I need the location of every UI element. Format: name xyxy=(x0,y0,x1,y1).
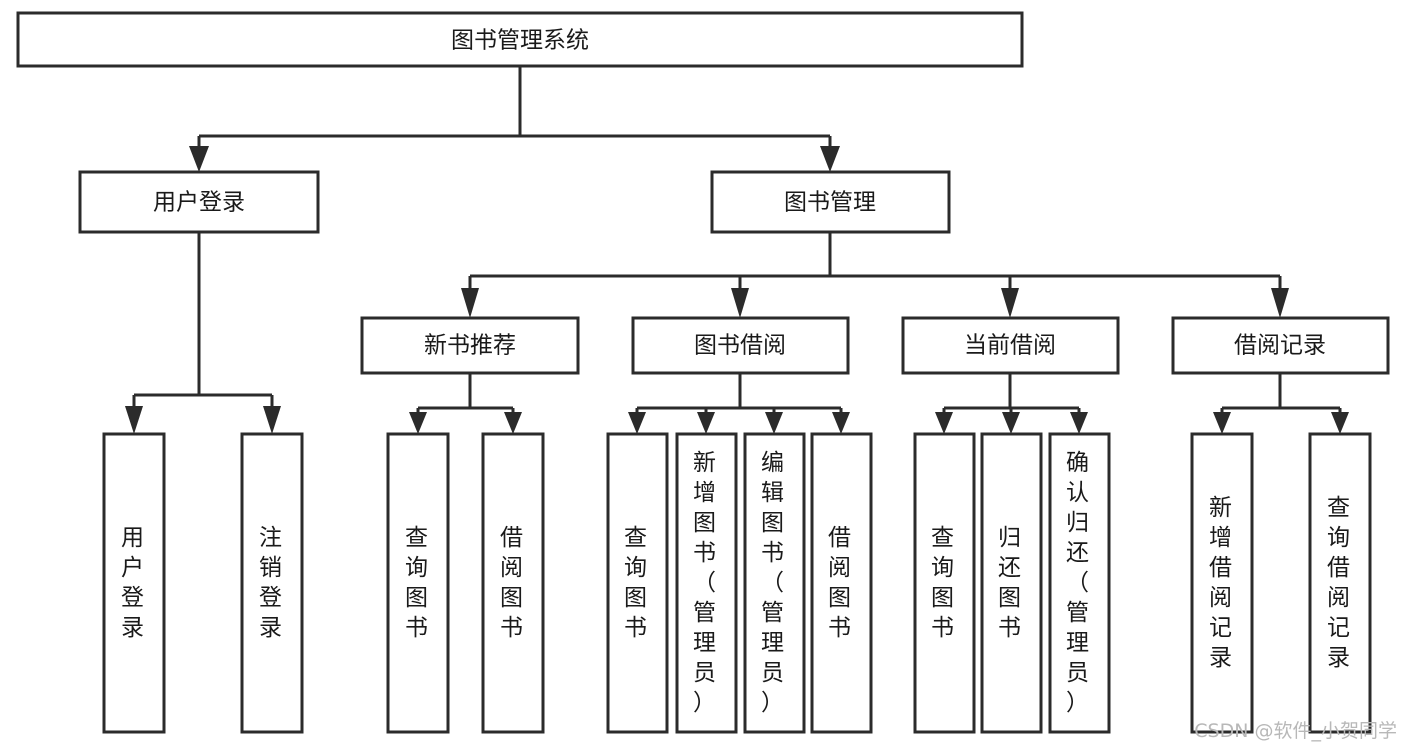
leaf-logout-box[interactable] xyxy=(240,432,304,734)
node-book-borrow-box[interactable] xyxy=(631,316,850,375)
leaf-logout[interactable]: 注销登录 xyxy=(240,432,304,734)
node-book-management[interactable]: 图书管理 xyxy=(710,170,951,234)
arrowhead-newbook-leaf-1 xyxy=(409,412,427,434)
node-user-login-label: 用户登录 xyxy=(153,190,245,216)
arrowhead-leaf-user-login xyxy=(125,406,143,434)
node-book-borrow-label: 图书借阅 xyxy=(694,333,786,359)
arrowhead-borrowrecord-leaf-2 xyxy=(1331,412,1349,434)
arrowhead-currentborrow-leaf-1 xyxy=(935,412,953,434)
arrowhead-book-mgmt xyxy=(820,146,840,172)
arrowhead-bookborrow-leaf-2 xyxy=(697,412,715,434)
leaf-currentborrow-return-book[interactable]: 归还图书 xyxy=(980,432,1043,734)
arrowhead-bookborrow-leaf-3 xyxy=(765,412,783,434)
arrowhead-newbook-leaf-2 xyxy=(504,412,522,434)
leaf-bookborrow-query-book[interactable]: 查询图书 xyxy=(606,432,669,734)
leaf-borrowrecord-add-record-label: 新增借阅记录 xyxy=(1209,495,1235,671)
arrowhead-currentborrow-leaf-3 xyxy=(1070,412,1088,434)
leaf-currentborrow-confirm-return[interactable]: 确认归还（管理员） xyxy=(1048,432,1111,734)
node-book-management-box[interactable] xyxy=(710,170,951,234)
leaf-bookborrow-add-book-box[interactable] xyxy=(675,432,738,734)
leaf-borrowrecord-query-record-box[interactable] xyxy=(1308,432,1372,734)
leaf-bookborrow-add-book-label: 新增图书（管理员） xyxy=(693,450,719,716)
node-book-borrow[interactable]: 图书借阅 xyxy=(631,316,850,375)
leaf-bookborrow-edit-book[interactable]: 编辑图书（管理员） xyxy=(743,432,806,734)
leaf-currentborrow-query-book-label: 查询图书 xyxy=(931,525,957,641)
node-current-borrow[interactable]: 当前借阅 xyxy=(901,316,1120,375)
leaf-bookborrow-edit-book-label: 编辑图书（管理员） xyxy=(761,450,787,716)
node-current-borrow-box[interactable] xyxy=(901,316,1120,375)
node-borrow-record-label: 借阅记录 xyxy=(1234,333,1326,359)
leaf-currentborrow-confirm-return-label: 确认归还（管理员） xyxy=(1066,450,1092,716)
leaf-borrowrecord-add-record-box[interactable] xyxy=(1190,432,1254,734)
node-borrow-record[interactable]: 借阅记录 xyxy=(1171,316,1390,375)
node-borrow-record-box[interactable] xyxy=(1171,316,1390,375)
leaf-newbook-borrow-book-label: 借阅图书 xyxy=(500,525,526,641)
leaf-bookborrow-add-book[interactable]: 新增图书（管理员） xyxy=(675,432,738,734)
node-user-login[interactable]: 用户登录 xyxy=(78,170,320,234)
leaf-currentborrow-return-book-label: 归还图书 xyxy=(998,525,1024,641)
node-root-box[interactable] xyxy=(16,11,1024,68)
leaf-user-login-label: 用户登录 xyxy=(121,525,147,641)
leaf-newbook-borrow-book[interactable]: 借阅图书 xyxy=(481,432,545,734)
leaf-borrowrecord-add-record[interactable]: 新增借阅记录 xyxy=(1190,432,1254,734)
leaf-user-login[interactable]: 用户登录 xyxy=(102,432,166,734)
arrowhead-borrowrecord-leaf-1 xyxy=(1213,412,1231,434)
leaf-bookborrow-query-book-box[interactable] xyxy=(606,432,669,734)
leaf-currentborrow-query-book[interactable]: 查询图书 xyxy=(913,432,976,734)
arrowhead-currentborrow-leaf-2 xyxy=(1002,412,1020,434)
node-new-book-recommend-box[interactable] xyxy=(360,316,580,375)
arrowhead-bookborrow-leaf-1 xyxy=(628,412,646,434)
leaf-borrowrecord-query-record[interactable]: 查询借阅记录 xyxy=(1308,432,1372,734)
leaf-currentborrow-return-book-box[interactable] xyxy=(980,432,1043,734)
arrowhead-bookborrow-leaf-4 xyxy=(832,412,850,434)
leaf-logout-label: 注销登录 xyxy=(259,525,285,641)
node-user-login-box[interactable] xyxy=(78,170,320,234)
leaf-newbook-query-book[interactable]: 查询图书 xyxy=(386,432,450,734)
leaf-bookborrow-borrow-book[interactable]: 借阅图书 xyxy=(810,432,873,734)
node-book-management-label: 图书管理 xyxy=(784,190,876,216)
node-new-book-recommend-label: 新书推荐 xyxy=(424,333,516,359)
leaf-borrowrecord-query-record-label: 查询借阅记录 xyxy=(1327,495,1353,671)
node-current-borrow-label: 当前借阅 xyxy=(964,333,1056,359)
leaf-currentborrow-query-book-box[interactable] xyxy=(913,432,976,734)
arrowhead-user-login xyxy=(189,146,209,172)
leaf-bookborrow-query-book-label: 查询图书 xyxy=(624,525,650,641)
leaf-newbook-borrow-book-box[interactable] xyxy=(481,432,545,734)
leaf-bookborrow-edit-book-box[interactable] xyxy=(743,432,806,734)
leaf-user-login-box[interactable] xyxy=(102,432,166,734)
leaf-bookborrow-borrow-book-label: 借阅图书 xyxy=(828,525,854,641)
arrowhead-borrow-record xyxy=(1271,288,1289,318)
node-new-book-recommend[interactable]: 新书推荐 xyxy=(360,316,580,375)
node-root-label: 图书管理系统 xyxy=(451,28,589,54)
node-root[interactable]: 图书管理系统 xyxy=(16,11,1024,68)
arrowhead-new-book-rec xyxy=(461,288,479,318)
arrowhead-book-borrow xyxy=(731,288,749,318)
leaf-currentborrow-confirm-return-box[interactable] xyxy=(1048,432,1111,734)
arrowhead-current-borrow xyxy=(1001,288,1019,318)
leaf-bookborrow-borrow-book-box[interactable] xyxy=(810,432,873,734)
arrowhead-leaf-logout xyxy=(263,406,281,434)
leaf-newbook-query-book-box[interactable] xyxy=(386,432,450,734)
leaf-newbook-query-book-label: 查询图书 xyxy=(405,525,431,641)
connector-layer xyxy=(125,66,1349,434)
